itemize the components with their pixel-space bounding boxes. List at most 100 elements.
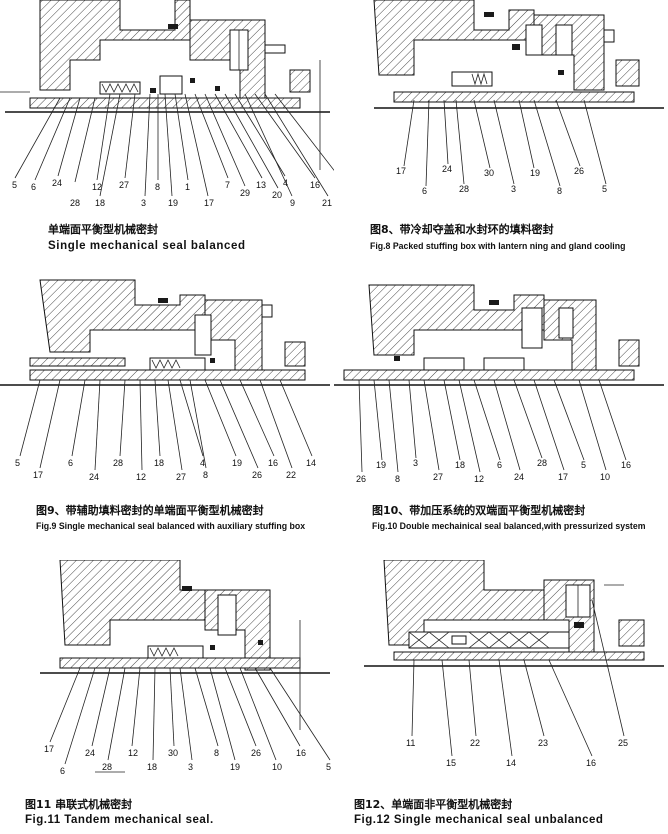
label: 4	[283, 178, 288, 188]
label: 27	[176, 472, 186, 482]
label: 18	[147, 762, 157, 772]
label: 6	[60, 766, 65, 776]
label: 28	[113, 458, 123, 468]
figure-9: 5 17 6 24 28 12 18 27 4 8 19 26 16 22 14…	[0, 270, 334, 540]
label: 19	[530, 168, 540, 178]
label: 3	[188, 762, 193, 772]
label: 12	[92, 182, 102, 192]
label: 24	[85, 748, 95, 758]
label: 14	[506, 758, 516, 768]
label: 16	[586, 758, 596, 768]
label: 15	[446, 758, 456, 768]
label: 26	[251, 748, 261, 758]
figure-8-caption-en: Fig.8 Packed stuffing box with lantern n…	[370, 241, 626, 252]
label: 21	[322, 198, 332, 208]
label: 18	[154, 458, 164, 468]
label: 6	[422, 186, 427, 196]
label: 19	[232, 458, 242, 468]
label: 18	[455, 460, 465, 470]
figure-9-caption-cn: 图9、带辅助填料密封的单端面平衡型机械密封	[36, 504, 264, 517]
figure-10-caption-en: Fig.10 Double mechainical seal balanced,…	[372, 521, 646, 532]
label: 7	[225, 180, 230, 190]
label: 10	[600, 472, 610, 482]
label: 8	[214, 748, 219, 758]
label: 29	[240, 188, 250, 198]
label: 5	[602, 184, 607, 194]
figure-10-drawing: 26 19 8 3 27 18 12 6 24 28 17 5 10 16	[334, 284, 664, 484]
figure-11-caption-cn: 图11 串联式机械密封	[25, 798, 133, 811]
figure-9-drawing: 5 17 6 24 28 12 18 27 4 8 19 26 16 22 14	[0, 279, 330, 482]
label: 17	[558, 472, 568, 482]
label: 8	[395, 474, 400, 484]
label: 19	[230, 762, 240, 772]
label: 25	[618, 738, 628, 748]
label: 12	[136, 472, 146, 482]
label: 8	[557, 186, 562, 196]
figure-7-caption-en: Single mechanical seal balanced	[48, 240, 246, 252]
label: 8	[155, 182, 160, 192]
label: 6	[68, 458, 73, 468]
label: 8	[203, 470, 208, 480]
label: 30	[484, 168, 494, 178]
label: 24	[89, 472, 99, 482]
label: 28	[537, 458, 547, 468]
label: 3	[413, 458, 418, 468]
label: 27	[433, 472, 443, 482]
figure-7-caption-cn: 单端面平衡型机械密封	[48, 223, 158, 236]
figure-10-caption-cn: 图10、带加压系统的双端面平衡型机械密封	[372, 504, 586, 517]
label: 26	[574, 166, 584, 176]
figure-8-drawing: 17 6 24 28 30 3 19 8 26 5	[373, 0, 664, 196]
figure-12-caption-cn: 图12、单端面非平衡型机械密封	[354, 798, 513, 811]
label: 24	[442, 164, 452, 174]
label: 19	[168, 198, 178, 208]
label: 16	[621, 460, 631, 470]
label: 18	[95, 198, 105, 208]
figure-10: 26 19 8 3 27 18 12 6 24 28 17 5 10 16 图1…	[334, 270, 668, 540]
label: 5	[12, 180, 17, 190]
label: 22	[470, 738, 480, 748]
label: 13	[256, 180, 266, 190]
figure-7-drawing: 5 6 24 28 12 18 27 3 8 19 1 17 7 29 13 2…	[0, 0, 334, 208]
label: 10	[272, 762, 282, 772]
label: 23	[538, 738, 548, 748]
label: 19	[376, 460, 386, 470]
label: 16	[268, 458, 278, 468]
label: 3	[141, 198, 146, 208]
label: 6	[31, 182, 36, 192]
figure-11: 17 6 24 28 12 30 18 3 8 19 26 10 16 5 图1…	[0, 560, 334, 834]
figure-8-caption-cn: 图8、带冷却夺盖和水封环的填料密封	[370, 223, 554, 236]
label: 28	[102, 762, 112, 772]
label: 16	[310, 180, 320, 190]
label: 26	[356, 474, 366, 484]
figure-11-drawing: 17 6 24 28 12 30 18 3 8 19 26 10 16 5	[40, 560, 331, 776]
label: 11	[406, 738, 415, 748]
figure-12-drawing: 11 15 22 14 23 16 25	[364, 560, 664, 768]
label: 3	[511, 184, 516, 194]
label: 5	[15, 458, 20, 468]
label: 17	[33, 470, 43, 480]
label: 9	[290, 198, 295, 208]
figure-7: 5 6 24 28 12 18 27 3 8 19 1 17 7 29 13 2…	[0, 0, 334, 260]
label: 28	[459, 184, 469, 194]
label: 12	[474, 474, 484, 484]
label: 26	[252, 470, 262, 480]
label: 24	[514, 472, 524, 482]
label: 20	[272, 190, 282, 200]
label: 28	[70, 198, 80, 208]
label: 5	[581, 460, 586, 470]
label: 22	[286, 470, 296, 480]
label: 17	[204, 198, 214, 208]
label: 17	[44, 744, 54, 754]
label: 6	[497, 460, 502, 470]
label: 17	[396, 166, 406, 176]
figure-11-caption-en: Fig.11 Tandem mechanical seal.	[25, 814, 214, 826]
label: 4	[200, 458, 205, 468]
figure-8: 17 6 24 28 30 3 19 8 26 5 图8、带冷却夺盖和水封环的填…	[334, 0, 668, 260]
label: 1	[185, 182, 190, 192]
label: 5	[326, 762, 331, 772]
label: 14	[306, 458, 316, 468]
label: 30	[168, 748, 178, 758]
label: 16	[296, 748, 306, 758]
label: 27	[119, 180, 129, 190]
label: 24	[52, 178, 62, 188]
